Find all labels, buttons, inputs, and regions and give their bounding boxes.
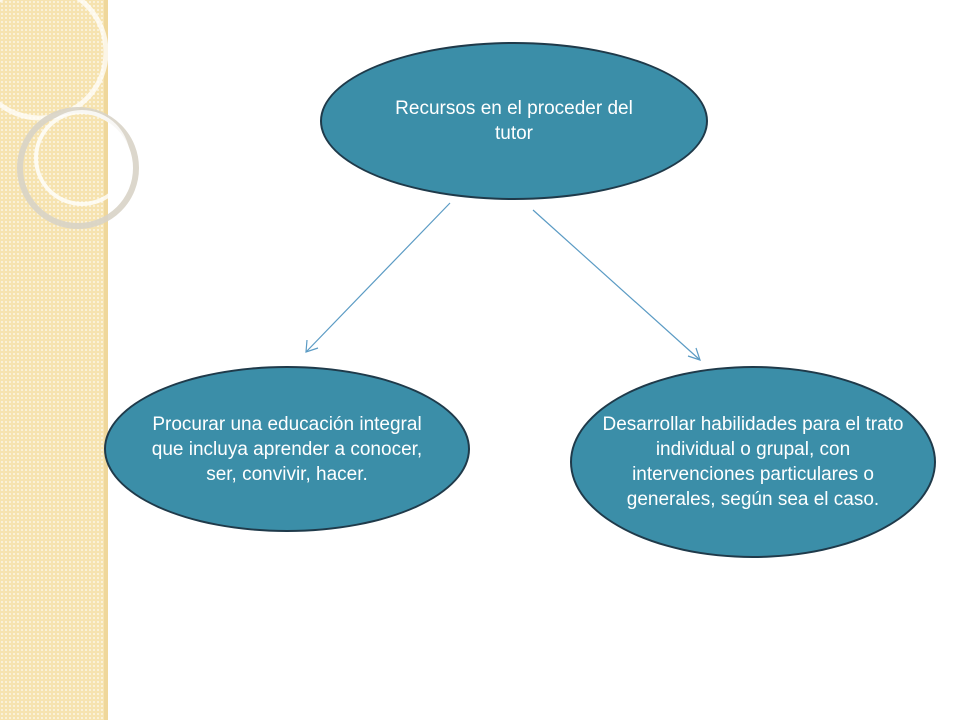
decor-ring-inner <box>34 110 130 206</box>
arrow-to-left-node <box>305 202 451 353</box>
root-node: Recursos en el proceder del tutor <box>320 42 708 200</box>
side-strip-edge <box>104 0 108 720</box>
arrowhead-right <box>687 347 701 361</box>
arrow-to-right-node <box>532 209 701 361</box>
left-node-text: Procurar una educación integral que incl… <box>151 413 423 485</box>
decor-ring-large <box>0 0 109 121</box>
left-node: Procurar una educación integral que incl… <box>104 366 470 532</box>
arrowhead-left <box>305 339 319 353</box>
right-node: Desarrollar habilidades para el trato in… <box>570 366 936 558</box>
right-node-text: Desarrollar habilidades para el trato in… <box>602 414 904 510</box>
decor-ring-gray <box>17 107 139 229</box>
root-node-text: Recursos en el proceder del tutor <box>395 98 633 144</box>
